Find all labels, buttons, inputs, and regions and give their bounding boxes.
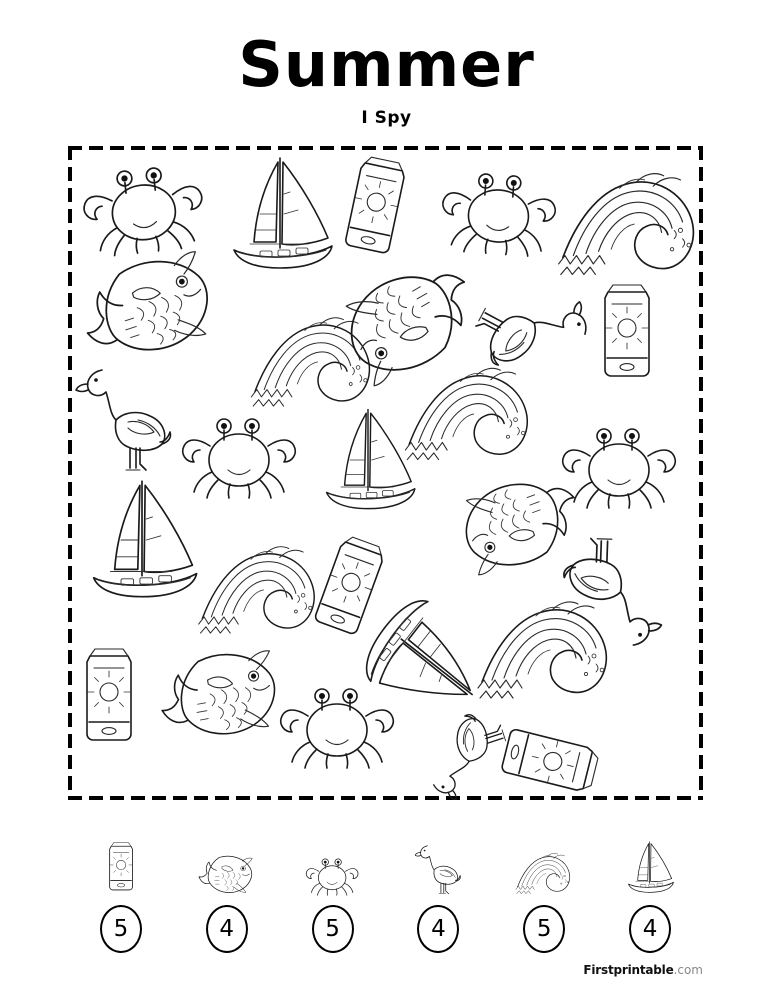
answer-key-legend: 5 4: [68, 824, 703, 954]
fish-icon: [198, 824, 256, 896]
puzzle-object-fish: [68, 232, 232, 377]
legend-count-bubble[interactable]: 5: [99, 905, 142, 953]
puzzle-object-sailboat: [342, 575, 514, 746]
puzzle-object-wave: [557, 165, 702, 281]
puzzle-object-sunscreen: [80, 644, 138, 752]
puzzle-object-crab: [437, 156, 561, 260]
legend-item-wave: 5: [491, 824, 597, 954]
legend-count-bubble[interactable]: 4: [629, 905, 672, 953]
brand-name: Firstprintable: [583, 963, 674, 977]
page-title: Summer: [238, 28, 535, 101]
puzzle-object-sunscreen: [303, 527, 394, 648]
wave-icon: [515, 824, 573, 896]
legend-count-value: 4: [219, 916, 235, 942]
legend-item-crab: 5: [280, 824, 386, 954]
puzzle-frame: [68, 146, 703, 800]
puzzle-object-flamingo: [560, 533, 665, 658]
legend-count-value: 5: [325, 916, 340, 942]
puzzle-object-flamingo: [75, 358, 172, 474]
crab-icon: [305, 824, 359, 896]
footer-watermark: Firstprintable.com: [583, 964, 703, 976]
legend-count-bubble[interactable]: 4: [417, 905, 460, 953]
brand-tld: .com: [673, 963, 703, 977]
puzzle-canvas: [68, 146, 703, 800]
puzzle-object-sailboat: [314, 404, 422, 516]
puzzle-object-wave: [197, 540, 321, 639]
puzzle-object-wave: [403, 361, 534, 466]
puzzle-object-wave: [476, 594, 614, 704]
puzzle-object-flamingo: [407, 704, 522, 800]
puzzle-object-sunscreen: [335, 149, 414, 267]
puzzle-object-crab: [560, 414, 678, 510]
puzzle-object-fish: [320, 240, 497, 406]
puzzle-object-sailboat: [220, 152, 340, 276]
legend-count-bubble[interactable]: 5: [523, 905, 566, 953]
puzzle-object-fish: [150, 634, 291, 752]
puzzle-object-flamingo: [460, 262, 607, 401]
puzzle-object-crab: [76, 147, 210, 260]
legend-item-fish: 4: [174, 824, 280, 954]
flamingo-icon: [414, 824, 462, 896]
legend-item-flamingo: 4: [385, 824, 491, 954]
puzzle-object-crab: [278, 674, 396, 770]
puzzle-object-sunscreen: [488, 719, 607, 800]
puzzle-object-sunscreen: [598, 280, 656, 388]
legend-count-value: 4: [642, 916, 658, 942]
legend-count-value: 5: [536, 916, 552, 942]
legend-count-value: 4: [431, 916, 446, 942]
legend-count-value: 5: [113, 916, 129, 942]
puzzle-object-crab: [180, 404, 298, 500]
legend-count-bubble[interactable]: 5: [311, 905, 354, 953]
sunscreen-icon: [106, 824, 136, 896]
legend-count-bubble[interactable]: 4: [205, 905, 248, 953]
legend-item-sailboat: 4: [597, 824, 703, 954]
puzzle-object-fish: [443, 457, 595, 592]
sailboat-icon: [622, 824, 677, 896]
legend-item-sunscreen: 5: [68, 824, 174, 954]
puzzle-object-wave: [250, 310, 377, 411]
page-subtitle: I Spy: [361, 108, 412, 128]
puzzle-object-sailboat: [79, 475, 205, 605]
